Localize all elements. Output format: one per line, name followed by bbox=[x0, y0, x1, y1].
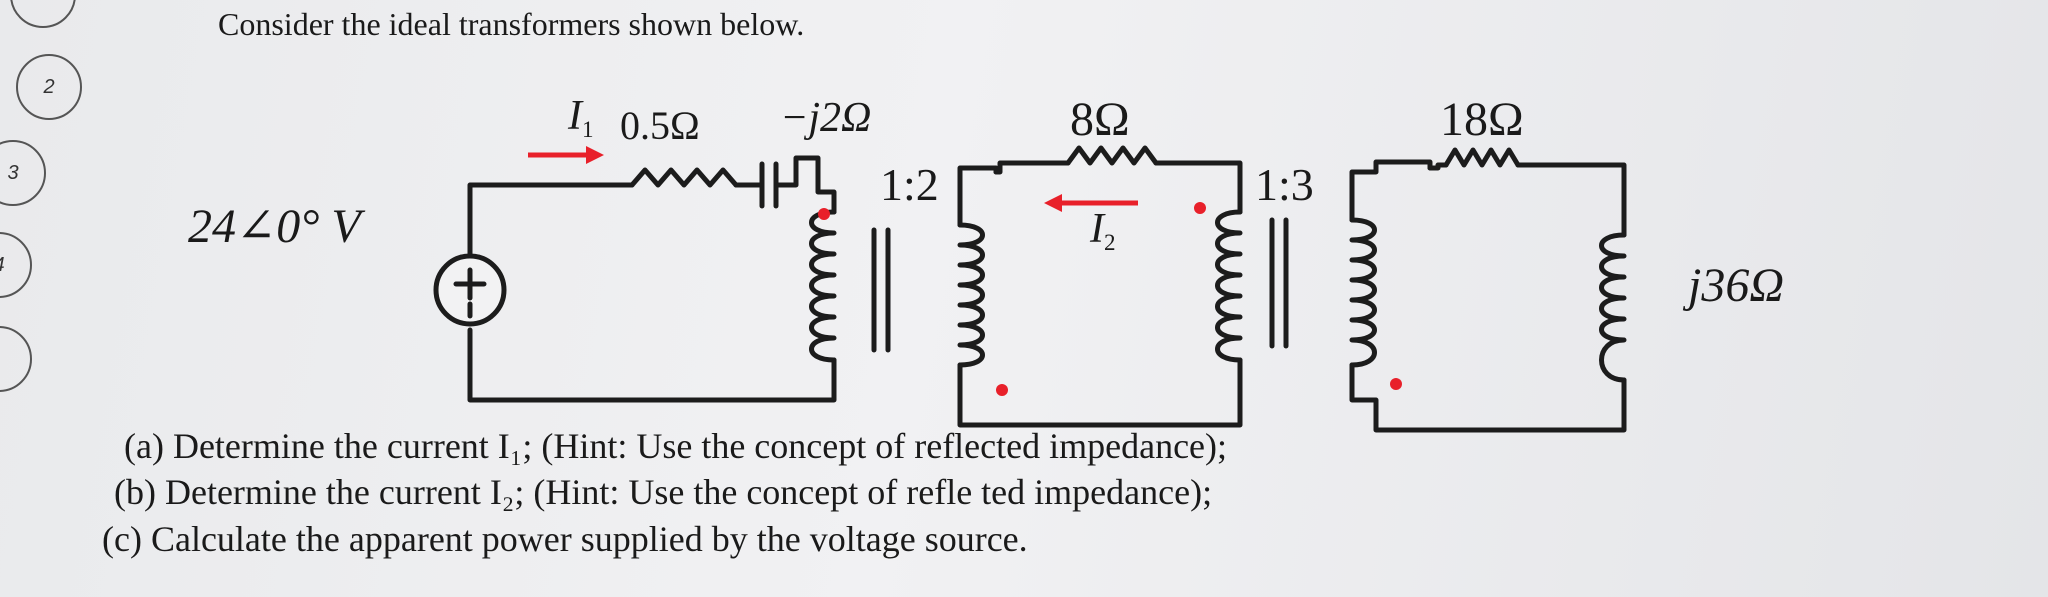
wire-loop1-bottom bbox=[467, 327, 837, 403]
wire-cap-to-xfmr1 bbox=[773, 155, 837, 215]
wire-loop2-left-top bbox=[957, 165, 999, 228]
wire-to-r8 bbox=[993, 160, 1071, 175]
current-i1-arrow-head bbox=[586, 146, 604, 164]
source-voltage-label: 24∠0° V bbox=[188, 200, 361, 253]
wire-loop2-right bbox=[1207, 160, 1243, 215]
resistor-0-5-label: 0.5Ω bbox=[620, 103, 700, 148]
xfmr1-secondary-dot bbox=[996, 384, 1008, 396]
resistor-18-label: 18Ω bbox=[1440, 93, 1524, 146]
xfmr1-secondary-coil bbox=[957, 222, 985, 368]
capacitor-label: −j2Ω bbox=[780, 95, 872, 141]
xfmr1-primary-dot bbox=[818, 208, 830, 220]
resistor-18 bbox=[1443, 147, 1521, 168]
current-i2-arrow-head bbox=[1044, 194, 1062, 212]
xfmr2-secondary-coil bbox=[1349, 217, 1377, 368]
xfmr2-primary-dot bbox=[1194, 202, 1206, 214]
wire-loop2-bottom bbox=[957, 357, 1243, 428]
resistor-8 bbox=[1065, 145, 1159, 166]
wire-r18-to-inductor bbox=[1515, 162, 1627, 238]
xfmr2-ratio-label: 1:3 bbox=[1255, 159, 1314, 210]
inductor-label: j36Ω bbox=[1688, 259, 1785, 312]
resistor-0-5 bbox=[629, 167, 739, 188]
wire-loop3-bottom bbox=[1349, 362, 1627, 433]
inductor-j36 bbox=[1599, 232, 1627, 383]
question-a: (a) Determine the current I₁; (Hint: Use… bbox=[124, 426, 1228, 466]
current-i1-label: I1 bbox=[568, 93, 594, 143]
xfmr1-primary-coil bbox=[809, 209, 837, 363]
source-plus-sign bbox=[453, 267, 487, 301]
wire-loop3-left-top bbox=[1349, 159, 1433, 223]
xfmr2-primary-coil bbox=[1215, 209, 1243, 363]
current-i2-label: I2 bbox=[1090, 206, 1116, 256]
question-c: (c) Calculate the apparent power supplie… bbox=[102, 519, 1028, 559]
xfmr2-secondary-dot bbox=[1390, 378, 1402, 390]
question-number-2[interactable]: 2 bbox=[16, 54, 82, 120]
xfmr1-ratio-label: 1:2 bbox=[880, 159, 939, 210]
question-b: (b) Determine the current I₂; (Hint: Use… bbox=[114, 472, 1213, 512]
problem-title: Consider the ideal transformers shown be… bbox=[218, 6, 805, 42]
resistor-8-label: 8Ω bbox=[1070, 93, 1130, 146]
wire-to-r18 bbox=[1427, 162, 1449, 171]
